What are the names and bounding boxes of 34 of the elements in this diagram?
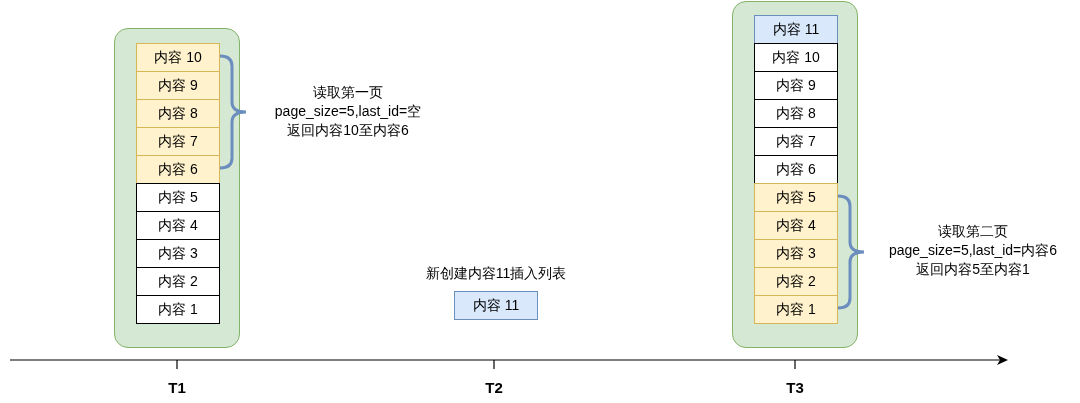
new-list-item: 内容 11 (754, 15, 838, 44)
axis-label: T1 (168, 379, 186, 397)
list-item: 内容 3 (754, 239, 838, 268)
list-item: 内容 9 (136, 71, 220, 100)
annotation-text: page_size=5,last_id=内容6 (888, 241, 1058, 259)
list-panel (732, 1, 858, 348)
list-item: 内容 1 (136, 295, 220, 324)
list-item: 内容 8 (136, 99, 220, 128)
list-item: 内容 10 (136, 43, 220, 72)
annotation-text: 读取第二页 (938, 222, 1008, 240)
annotation-text: 返回内容10至内容6 (287, 121, 409, 139)
list-item: 内容 6 (136, 155, 220, 184)
new-list-item: 内容 11 (454, 291, 538, 320)
list-item: 内容 2 (754, 267, 838, 296)
list-item: 内容 4 (136, 211, 220, 240)
list-item: 内容 7 (136, 127, 220, 156)
list-item: 内容 10 (754, 43, 838, 72)
axis-label: T3 (786, 379, 804, 397)
axis-label: T2 (485, 379, 503, 397)
list-item: 内容 4 (754, 211, 838, 240)
list-item: 内容 7 (754, 127, 838, 156)
list-item: 内容 1 (754, 295, 838, 324)
annotation-text: 读取第一页 (313, 83, 383, 101)
list-item: 内容 9 (754, 71, 838, 100)
list-item: 内容 5 (136, 183, 220, 212)
list-item: 内容 2 (136, 267, 220, 296)
annotation-text: page_size=5,last_id=空 (274, 102, 422, 120)
list-item: 内容 5 (754, 183, 838, 212)
caption-text: 新创建内容11插入列表 (425, 264, 567, 282)
list-item: 内容 8 (754, 99, 838, 128)
list-item: 内容 3 (136, 239, 220, 268)
annotation-text: 返回内容5至内容1 (916, 260, 1030, 278)
list-panel (114, 28, 240, 348)
list-item: 内容 6 (754, 155, 838, 184)
